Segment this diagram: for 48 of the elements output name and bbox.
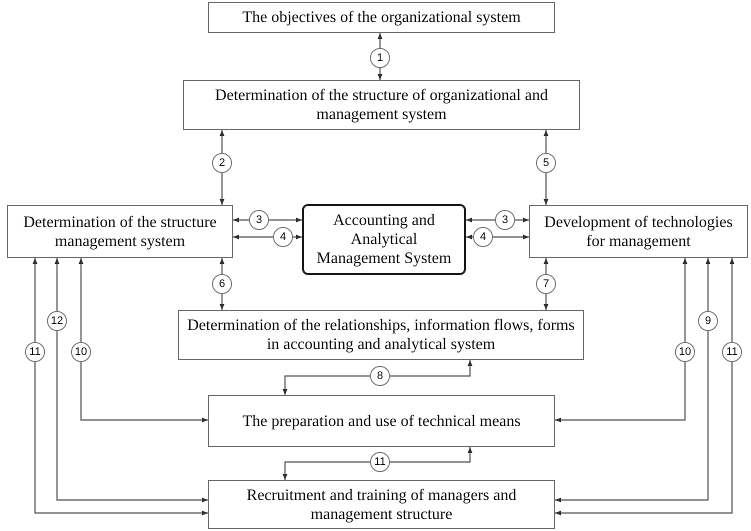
- step-number: 3: [249, 210, 269, 230]
- process-box: [529, 205, 748, 258]
- step-number: 4: [273, 227, 293, 247]
- box-text: The preparation and use of technical means: [241, 412, 522, 430]
- double-arrow: [555, 258, 734, 516]
- box-text: Determination of the relationships, information flows, forms in accounting and analytical system: [186, 316, 576, 354]
- step-number: 1: [370, 48, 390, 68]
- step-number: 11: [370, 452, 390, 472]
- double-arrow: [544, 130, 548, 205]
- step-number: 4: [473, 227, 493, 247]
- double-arrow: [466, 234, 529, 240]
- step-number: 7: [536, 274, 556, 294]
- box-text: The objectives of the organizational system: [241, 8, 522, 27]
- process-box: [183, 80, 580, 130]
- step-number: 6: [212, 274, 232, 294]
- box-text: Development of technologies for management: [543, 212, 734, 250]
- step-number: 2: [212, 153, 232, 173]
- step-number: 9: [698, 311, 718, 331]
- step-number: 12: [47, 311, 67, 331]
- double-arrow: [555, 258, 688, 422]
- double-arrow: [282, 360, 472, 395]
- box-text: Determination of the structure of organizational and management system: [214, 86, 549, 124]
- double-arrow: [32, 258, 208, 516]
- process-box: [208, 480, 555, 529]
- step-number: 10: [71, 342, 91, 362]
- double-arrow: [54, 258, 208, 502]
- step-number: 10: [675, 342, 695, 362]
- process-box: [7, 205, 233, 258]
- step-number: 3: [495, 210, 515, 230]
- step-number: 11: [25, 342, 45, 362]
- system-box: [302, 204, 466, 275]
- double-arrow: [233, 234, 302, 240]
- double-arrow: [220, 258, 224, 310]
- box-text: Determination of the structure management system: [22, 212, 218, 250]
- box-text: Accounting and Analytical Management System: [316, 211, 452, 268]
- double-arrow: [233, 218, 302, 222]
- step-number: 8: [370, 366, 390, 386]
- process-box: [178, 310, 584, 360]
- double-arrow: [466, 218, 529, 222]
- double-arrow: [78, 258, 208, 422]
- box-text: Recruitment and training of managers and management structure: [246, 486, 518, 524]
- double-arrow: [220, 130, 224, 205]
- double-arrow: [282, 447, 472, 480]
- process-box: [208, 2, 555, 33]
- step-number: 5: [536, 153, 556, 173]
- process-box: [208, 395, 555, 447]
- double-arrow: [555, 258, 710, 502]
- step-number: 11: [722, 342, 742, 362]
